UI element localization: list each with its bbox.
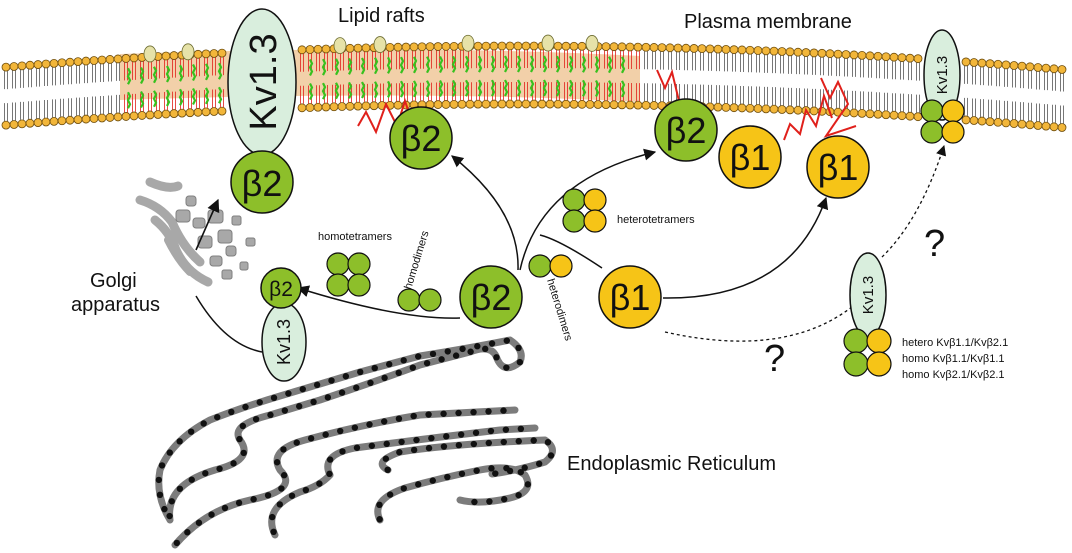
kv13-channel-er-label: Kv1.3 xyxy=(274,319,294,365)
arrow-beta2-to-er-channel xyxy=(296,285,461,319)
beta2-central xyxy=(459,265,523,329)
dotted-arrow-to-nonraft-channel xyxy=(881,145,947,258)
arrow-beta1-to-heterodimer xyxy=(539,234,603,269)
beta2-small xyxy=(260,267,302,309)
beta1-label-1: β1 xyxy=(730,137,771,178)
dotted-arrow-beta1-question xyxy=(664,301,859,342)
label-er: Endoplasmic Reticulum xyxy=(567,453,776,475)
heterodimer xyxy=(528,254,573,278)
label-golgi-line1: Golgi xyxy=(90,270,137,292)
label-golgi-line2: apparatus xyxy=(71,294,160,316)
homodimer-green xyxy=(397,288,442,312)
label-lipid-rafts: Lipid rafts xyxy=(338,5,425,27)
kv13-channel-raft-label: Kv1.3 xyxy=(243,33,285,130)
beta1-label-2: β1 xyxy=(818,147,859,188)
label-homodimers: homodimers xyxy=(402,229,431,291)
nonraft-kv13-heterotetramer: Kv1.3 xyxy=(920,29,965,144)
golgi-to-membrane-arrow xyxy=(195,198,220,251)
kv13-channel-nonraft-label: Kv1.3 xyxy=(934,56,951,94)
legend-line-1: hetero Kvβ1.1/Kvβ2.1 xyxy=(902,337,1008,349)
heterotetramer xyxy=(562,188,607,233)
beta2-label-4: β2 xyxy=(471,277,512,318)
label-homotetramers: homotetramers xyxy=(318,231,392,243)
beta1-membrane-palmitoylated xyxy=(806,135,870,199)
legend-line-3: homo Kvβ2.1/Kvβ2.1 xyxy=(902,369,1005,381)
label-plasma-membrane: Plasma membrane xyxy=(684,11,852,33)
beta2-membrane-heterodimer xyxy=(654,98,718,162)
beta2-label-2: β2 xyxy=(401,118,442,159)
homotetramer-green xyxy=(326,252,371,297)
beta2-under-raft-channel xyxy=(230,150,294,214)
palmitoyl-chain-2 xyxy=(656,68,680,102)
beta2-label-1: β2 xyxy=(242,163,283,204)
endoplasmic-reticulum xyxy=(155,336,556,549)
label-heterodimers: heterodimers xyxy=(544,277,574,342)
arrow-beta2-to-raft xyxy=(451,155,519,271)
legend-line-2: homo Kvβ1.1/Kvβ1.1 xyxy=(902,353,1005,365)
lipid-heads-inner xyxy=(1,99,1067,132)
plasma-membrane-bilayer xyxy=(1,34,1067,132)
kv13-channel-legend-label: Kv1.3 xyxy=(860,276,877,314)
question-mark-lower: ? xyxy=(764,338,785,380)
raft-sphingolipid-heads xyxy=(143,34,599,63)
beta1-label-3: β1 xyxy=(610,277,651,318)
raft-kv13-beta2-complex: Kv1.3 β2 xyxy=(227,8,297,214)
kv13-channel-nonraft xyxy=(923,29,961,121)
legend-kv13-complex: Kv1.3 xyxy=(843,252,892,377)
golgi-apparatus xyxy=(135,177,256,287)
question-mark-upper: ? xyxy=(924,223,945,265)
arrow-beta1-to-membrane xyxy=(662,196,829,299)
beta2-raft-palmitoylated xyxy=(389,106,453,170)
beta1-membrane-heterodimer xyxy=(718,125,782,189)
palmitoyl-chain-4 xyxy=(820,77,857,138)
beta1-central xyxy=(598,265,662,329)
arc-channel-to-golgi xyxy=(195,295,263,353)
palmitoyl-chain-3 xyxy=(783,92,833,141)
lipid-tails xyxy=(4,50,1064,124)
beta2-label-small: β2 xyxy=(269,278,293,301)
raft-cholesterol-marks xyxy=(126,55,626,109)
label-heterotetramers: heterotetramers xyxy=(617,214,695,226)
beta2-label-3: β2 xyxy=(666,110,707,151)
arrow-to-membrane-heterodimer xyxy=(519,148,657,271)
